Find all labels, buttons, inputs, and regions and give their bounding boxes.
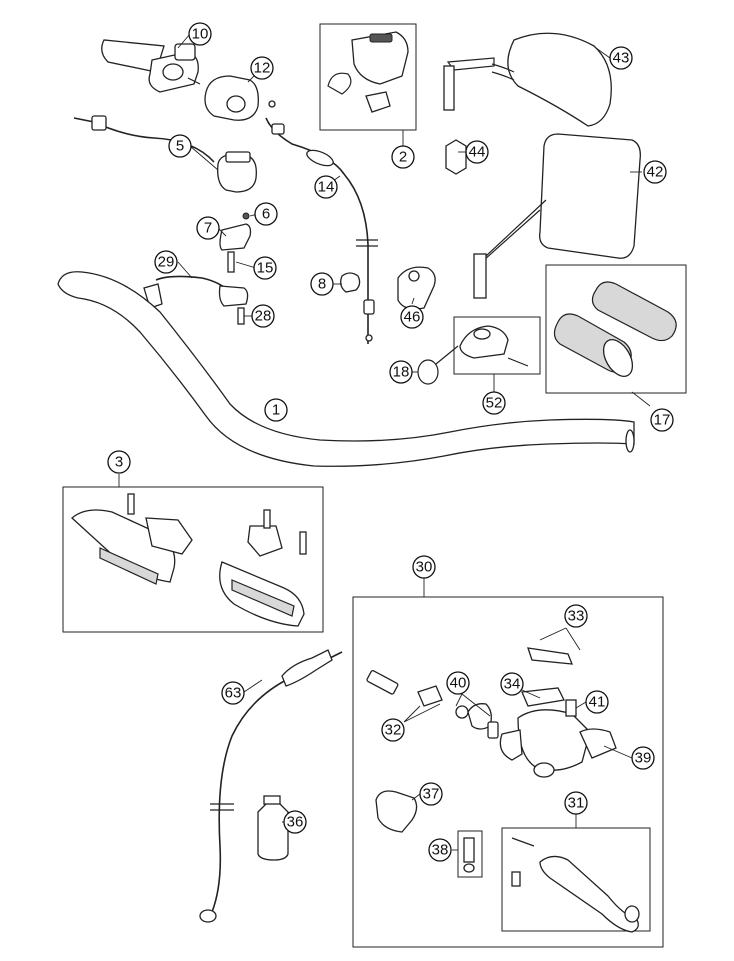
- callout-14: 14: [314, 175, 338, 199]
- callout-44-label: 44: [469, 144, 486, 161]
- callout-34-label: 34: [504, 676, 521, 693]
- callout-8-label: 8: [318, 276, 326, 293]
- callout-7: 7: [196, 216, 220, 240]
- callout-1-label: 1: [272, 402, 280, 419]
- leader-lines: [118, 33, 651, 851]
- callout-41: 41: [585, 690, 609, 714]
- callout-7-label: 7: [204, 220, 212, 237]
- callout-30: 30: [412, 555, 436, 579]
- handguard-kit-part: [62, 486, 324, 633]
- callout-36: 36: [283, 810, 307, 834]
- callout-63-label: 63: [225, 685, 242, 702]
- callout-5: 5: [168, 134, 192, 158]
- callout-43: 43: [609, 46, 633, 70]
- clamp-screw-part: [453, 316, 541, 375]
- callout-42: 42: [643, 160, 667, 184]
- callout-18-label: 18: [393, 364, 410, 381]
- callout-40: 40: [446, 671, 470, 695]
- callout-8: 8: [310, 272, 334, 296]
- callout-29-label: 29: [158, 254, 175, 271]
- throttle-grip-part: [101, 39, 201, 93]
- callout-6: 6: [254, 202, 278, 226]
- callout-38-label: 38: [432, 842, 449, 859]
- lever-boot-part: [375, 790, 418, 833]
- callout-10: 10: [188, 22, 212, 46]
- callout-32-label: 32: [385, 722, 402, 739]
- callout-17-label: 17: [654, 412, 671, 429]
- handlebar-part: [57, 271, 635, 467]
- callout-3-label: 3: [115, 454, 123, 471]
- brake-master-cylinder-part: [352, 596, 664, 948]
- callout-41-label: 41: [589, 694, 606, 711]
- throttle-cover-part: [204, 75, 276, 121]
- callout-15-label: 15: [257, 260, 274, 277]
- lever-pin-part: [457, 830, 483, 878]
- cable-tie-part: [417, 345, 459, 385]
- callout-1: 1: [264, 398, 288, 422]
- mirror-nut-part: [445, 139, 467, 175]
- switch-housing-part: [319, 23, 417, 131]
- brake-line-part: [199, 649, 343, 923]
- callout-36-label: 36: [287, 814, 304, 831]
- callout-39: 39: [631, 746, 655, 770]
- callout-12: 12: [250, 56, 274, 80]
- callout-43-label: 43: [613, 50, 630, 67]
- callout-33-label: 33: [568, 608, 585, 625]
- callout-3: 3: [107, 450, 131, 474]
- brake-lever-part: [501, 827, 651, 933]
- callout-2-label: 2: [399, 149, 407, 166]
- callout-46-label: 46: [404, 309, 421, 326]
- switch-bracket-part: [219, 212, 252, 273]
- callout-52: 52: [482, 391, 506, 415]
- brake-fluid-part: [257, 795, 289, 861]
- callout-31: 31: [564, 791, 588, 815]
- round-mirror-part: [443, 32, 612, 127]
- grips-part: [545, 264, 687, 394]
- callout-18: 18: [389, 360, 413, 384]
- callout-30-label: 30: [416, 559, 433, 576]
- callout-42-label: 42: [647, 164, 664, 181]
- callout-10-label: 10: [192, 26, 209, 43]
- callout-40-label: 40: [450, 675, 467, 692]
- cable-clip-part: [340, 272, 361, 293]
- callout-14-label: 14: [318, 179, 335, 196]
- callout-44: 44: [465, 140, 489, 164]
- callout-15: 15: [253, 256, 277, 280]
- callout-5-label: 5: [176, 138, 184, 155]
- clamp-part: [397, 266, 436, 310]
- callout-37-label: 37: [423, 786, 440, 803]
- callout-29: 29: [154, 250, 178, 274]
- throttle-cable-part: [265, 117, 378, 344]
- callout-12-label: 12: [254, 60, 271, 77]
- callout-2: 2: [391, 145, 415, 169]
- callout-34: 34: [500, 672, 524, 696]
- callout-37: 37: [419, 782, 443, 806]
- callout-33: 33: [564, 604, 588, 628]
- callout-46: 46: [400, 305, 424, 329]
- callout-28: 28: [251, 304, 275, 328]
- callout-52-label: 52: [486, 395, 503, 412]
- callout-6-label: 6: [262, 206, 270, 223]
- callout-63: 63: [221, 681, 245, 705]
- square-mirror-part: [473, 133, 641, 299]
- callout-28-label: 28: [255, 308, 272, 325]
- callout-32: 32: [381, 718, 405, 742]
- switch-part: [73, 115, 257, 193]
- callout-17: 17: [650, 408, 674, 432]
- callout-39-label: 39: [635, 750, 652, 767]
- callout-38: 38: [428, 838, 452, 862]
- callout-31-label: 31: [568, 795, 585, 812]
